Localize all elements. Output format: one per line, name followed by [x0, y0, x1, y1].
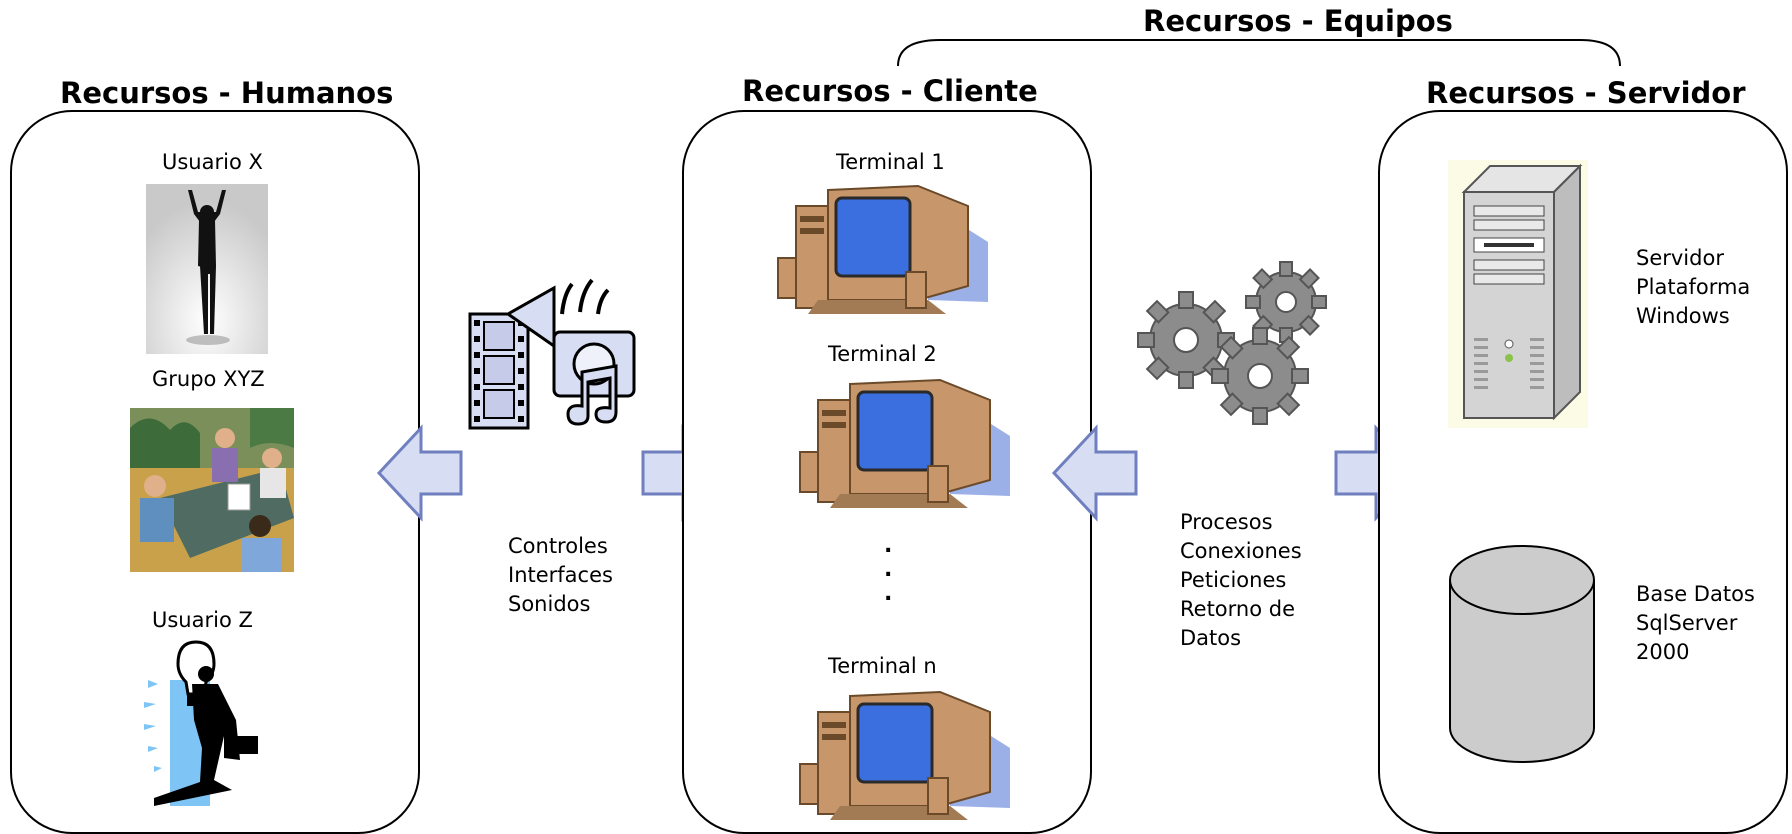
terminal-n-label: Terminal n — [828, 654, 937, 678]
database-cylinder-icon — [1449, 545, 1595, 763]
equipos-title: Recursos - Equipos — [1143, 4, 1453, 38]
gears-icon — [1137, 261, 1327, 425]
usuario-x-label: Usuario X — [162, 150, 263, 174]
procesos-label: Procesos Conexiones Peticiones Retorno d… — [1180, 508, 1302, 653]
database-label-line: Base Datos — [1636, 582, 1755, 606]
procesos-line: Datos — [1180, 626, 1242, 650]
terminal-2-label: Terminal 2 — [828, 342, 937, 366]
database-label-line: 2000 — [1636, 640, 1690, 664]
humanos-title: Recursos - Humanos — [60, 76, 394, 110]
controles-line: Controles — [508, 534, 608, 558]
procesos-line: Peticiones — [1180, 568, 1287, 592]
arrow-left-icon — [376, 424, 463, 522]
database-label: Base Datos SqlServer 2000 — [1636, 580, 1755, 667]
idea-person-icon — [144, 640, 258, 806]
dot: . — [884, 581, 893, 606]
controles-line: Sonidos — [508, 592, 591, 616]
server-label-line: Windows — [1636, 304, 1730, 328]
server-label-line: Servidor — [1636, 246, 1724, 270]
cheering-person-icon — [146, 184, 268, 354]
arrow-right-icon — [1334, 424, 1421, 522]
multimedia-icon — [468, 278, 636, 430]
server-label: Servidor Plataforma Windows — [1636, 244, 1750, 331]
controles-line: Interfaces — [508, 563, 613, 587]
computer-icon — [799, 378, 1010, 508]
cliente-title: Recursos - Cliente — [742, 74, 1038, 108]
arrow-left-icon — [1051, 424, 1138, 522]
dot: . — [884, 557, 893, 582]
meeting-group-icon — [130, 408, 294, 572]
computer-icon — [777, 184, 988, 314]
server-label-line: Plataforma — [1636, 275, 1751, 299]
database-label-line: SqlServer — [1636, 611, 1738, 635]
terminal-1-label: Terminal 1 — [836, 150, 945, 174]
procesos-line: Procesos — [1180, 510, 1273, 534]
procesos-line: Conexiones — [1180, 539, 1302, 563]
computer-icon — [799, 690, 1010, 820]
grupo-label: Grupo XYZ — [152, 367, 265, 391]
procesos-line: Retorno de — [1180, 597, 1295, 621]
server-tower-icon — [1448, 160, 1588, 428]
ellipsis-dots: . . . — [884, 534, 892, 606]
controles-label: Controles Interfaces Sonidos — [508, 532, 613, 619]
usuario-z-label: Usuario Z — [152, 608, 253, 632]
servidor-title: Recursos - Servidor — [1426, 76, 1746, 110]
dot: . — [884, 533, 893, 558]
